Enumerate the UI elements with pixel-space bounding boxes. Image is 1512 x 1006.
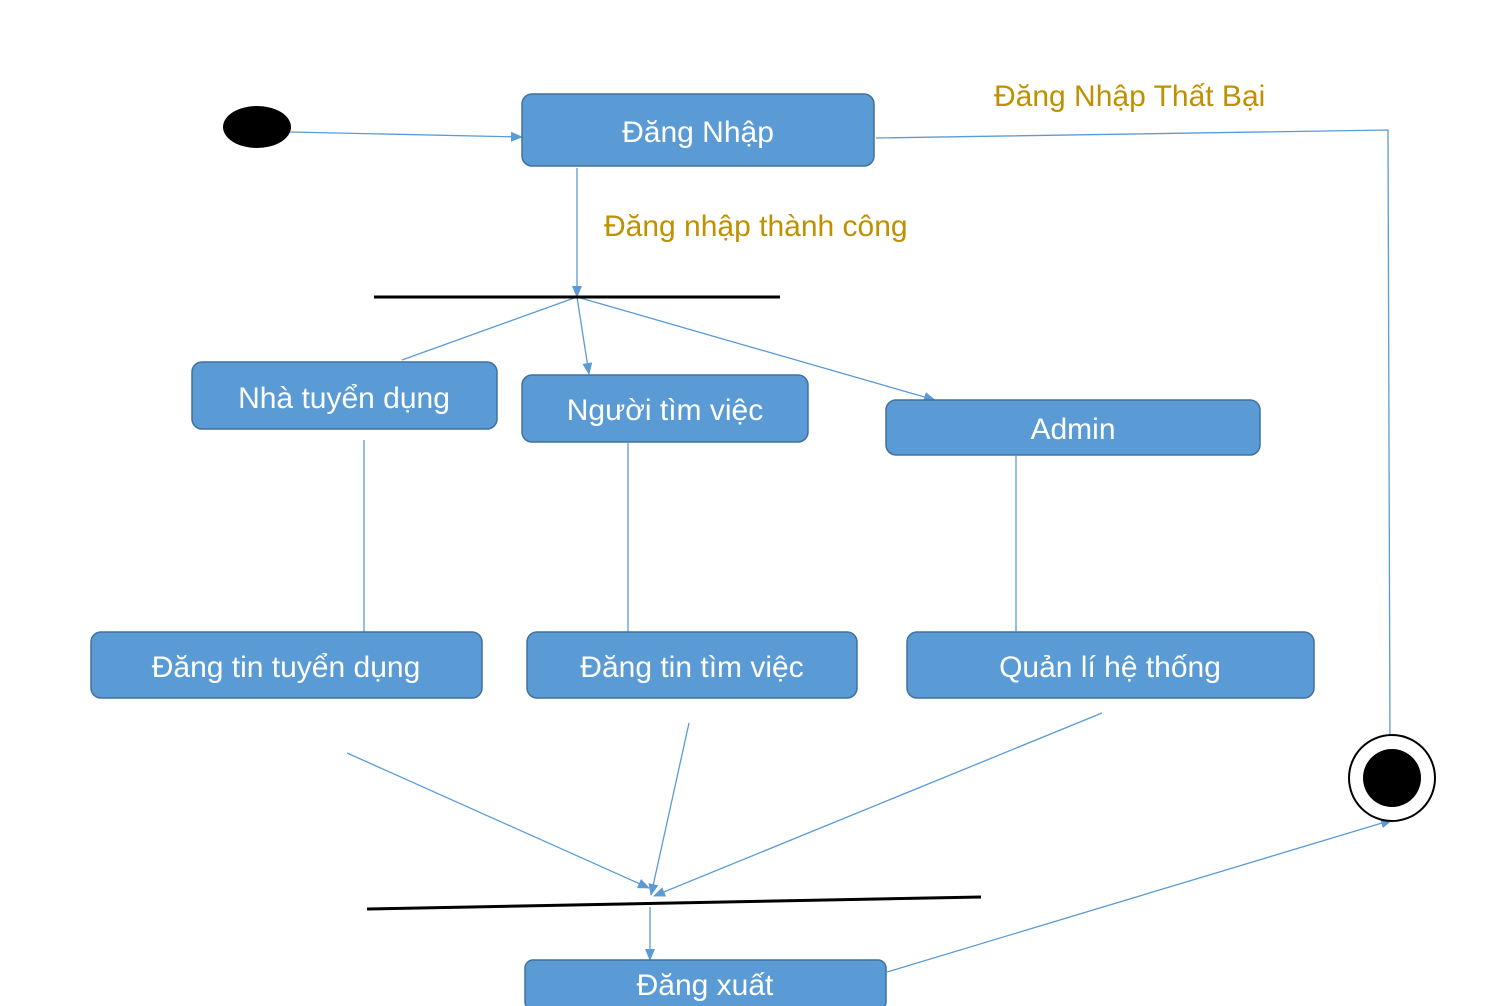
flow-fork-to-admin bbox=[576, 296, 936, 402]
node-logout-label: Đăng xuất bbox=[637, 969, 774, 1002]
flow-system-management-to-join bbox=[653, 712, 1103, 897]
flow-start-to-login bbox=[289, 131, 523, 142]
node-system-management: Quản lí hệ thống bbox=[906, 631, 1315, 699]
node-admin: Admin bbox=[885, 399, 1261, 456]
flow-post-job-search-to-join bbox=[648, 722, 690, 896]
node-admin-label: Admin bbox=[1030, 413, 1115, 446]
final-node bbox=[1348, 734, 1436, 822]
flow-post-recruitment-to-join bbox=[346, 752, 650, 889]
node-post-recruitment: Đăng tin tuyển dụng bbox=[90, 631, 483, 699]
node-post-job-search: Đăng tin tìm việc bbox=[526, 631, 858, 699]
node-system-management-label: Quản lí hệ thống bbox=[999, 651, 1221, 684]
join-bar bbox=[366, 895, 982, 911]
node-job-seeker: Người tìm việc bbox=[521, 374, 809, 443]
flow-logout-to-end bbox=[886, 818, 1393, 973]
node-job-seeker-label: Người tìm việc bbox=[567, 394, 763, 427]
initial-node bbox=[223, 106, 291, 148]
flow-fork-to-job-seeker bbox=[576, 296, 593, 375]
guard-login-success: Đăng nhập thành công bbox=[604, 210, 908, 243]
guard-login-failed: Đăng Nhập Thất Bại bbox=[994, 80, 1265, 113]
node-recruiter-label: Nhà tuyển dụng bbox=[238, 382, 450, 415]
node-logout: Đăng xuất bbox=[524, 959, 887, 1006]
node-login: Đăng Nhập bbox=[521, 93, 875, 167]
flow-fork-to-recruiter bbox=[401, 296, 578, 361]
node-post-recruitment-label: Đăng tin tuyển dụng bbox=[152, 651, 421, 684]
flow-login-to-end-failed bbox=[875, 129, 1395, 753]
node-recruiter: Nhà tuyển dụng bbox=[191, 361, 498, 430]
node-login-label: Đăng Nhập bbox=[622, 116, 774, 149]
node-post-job-search-label: Đăng tin tìm việc bbox=[580, 651, 803, 684]
